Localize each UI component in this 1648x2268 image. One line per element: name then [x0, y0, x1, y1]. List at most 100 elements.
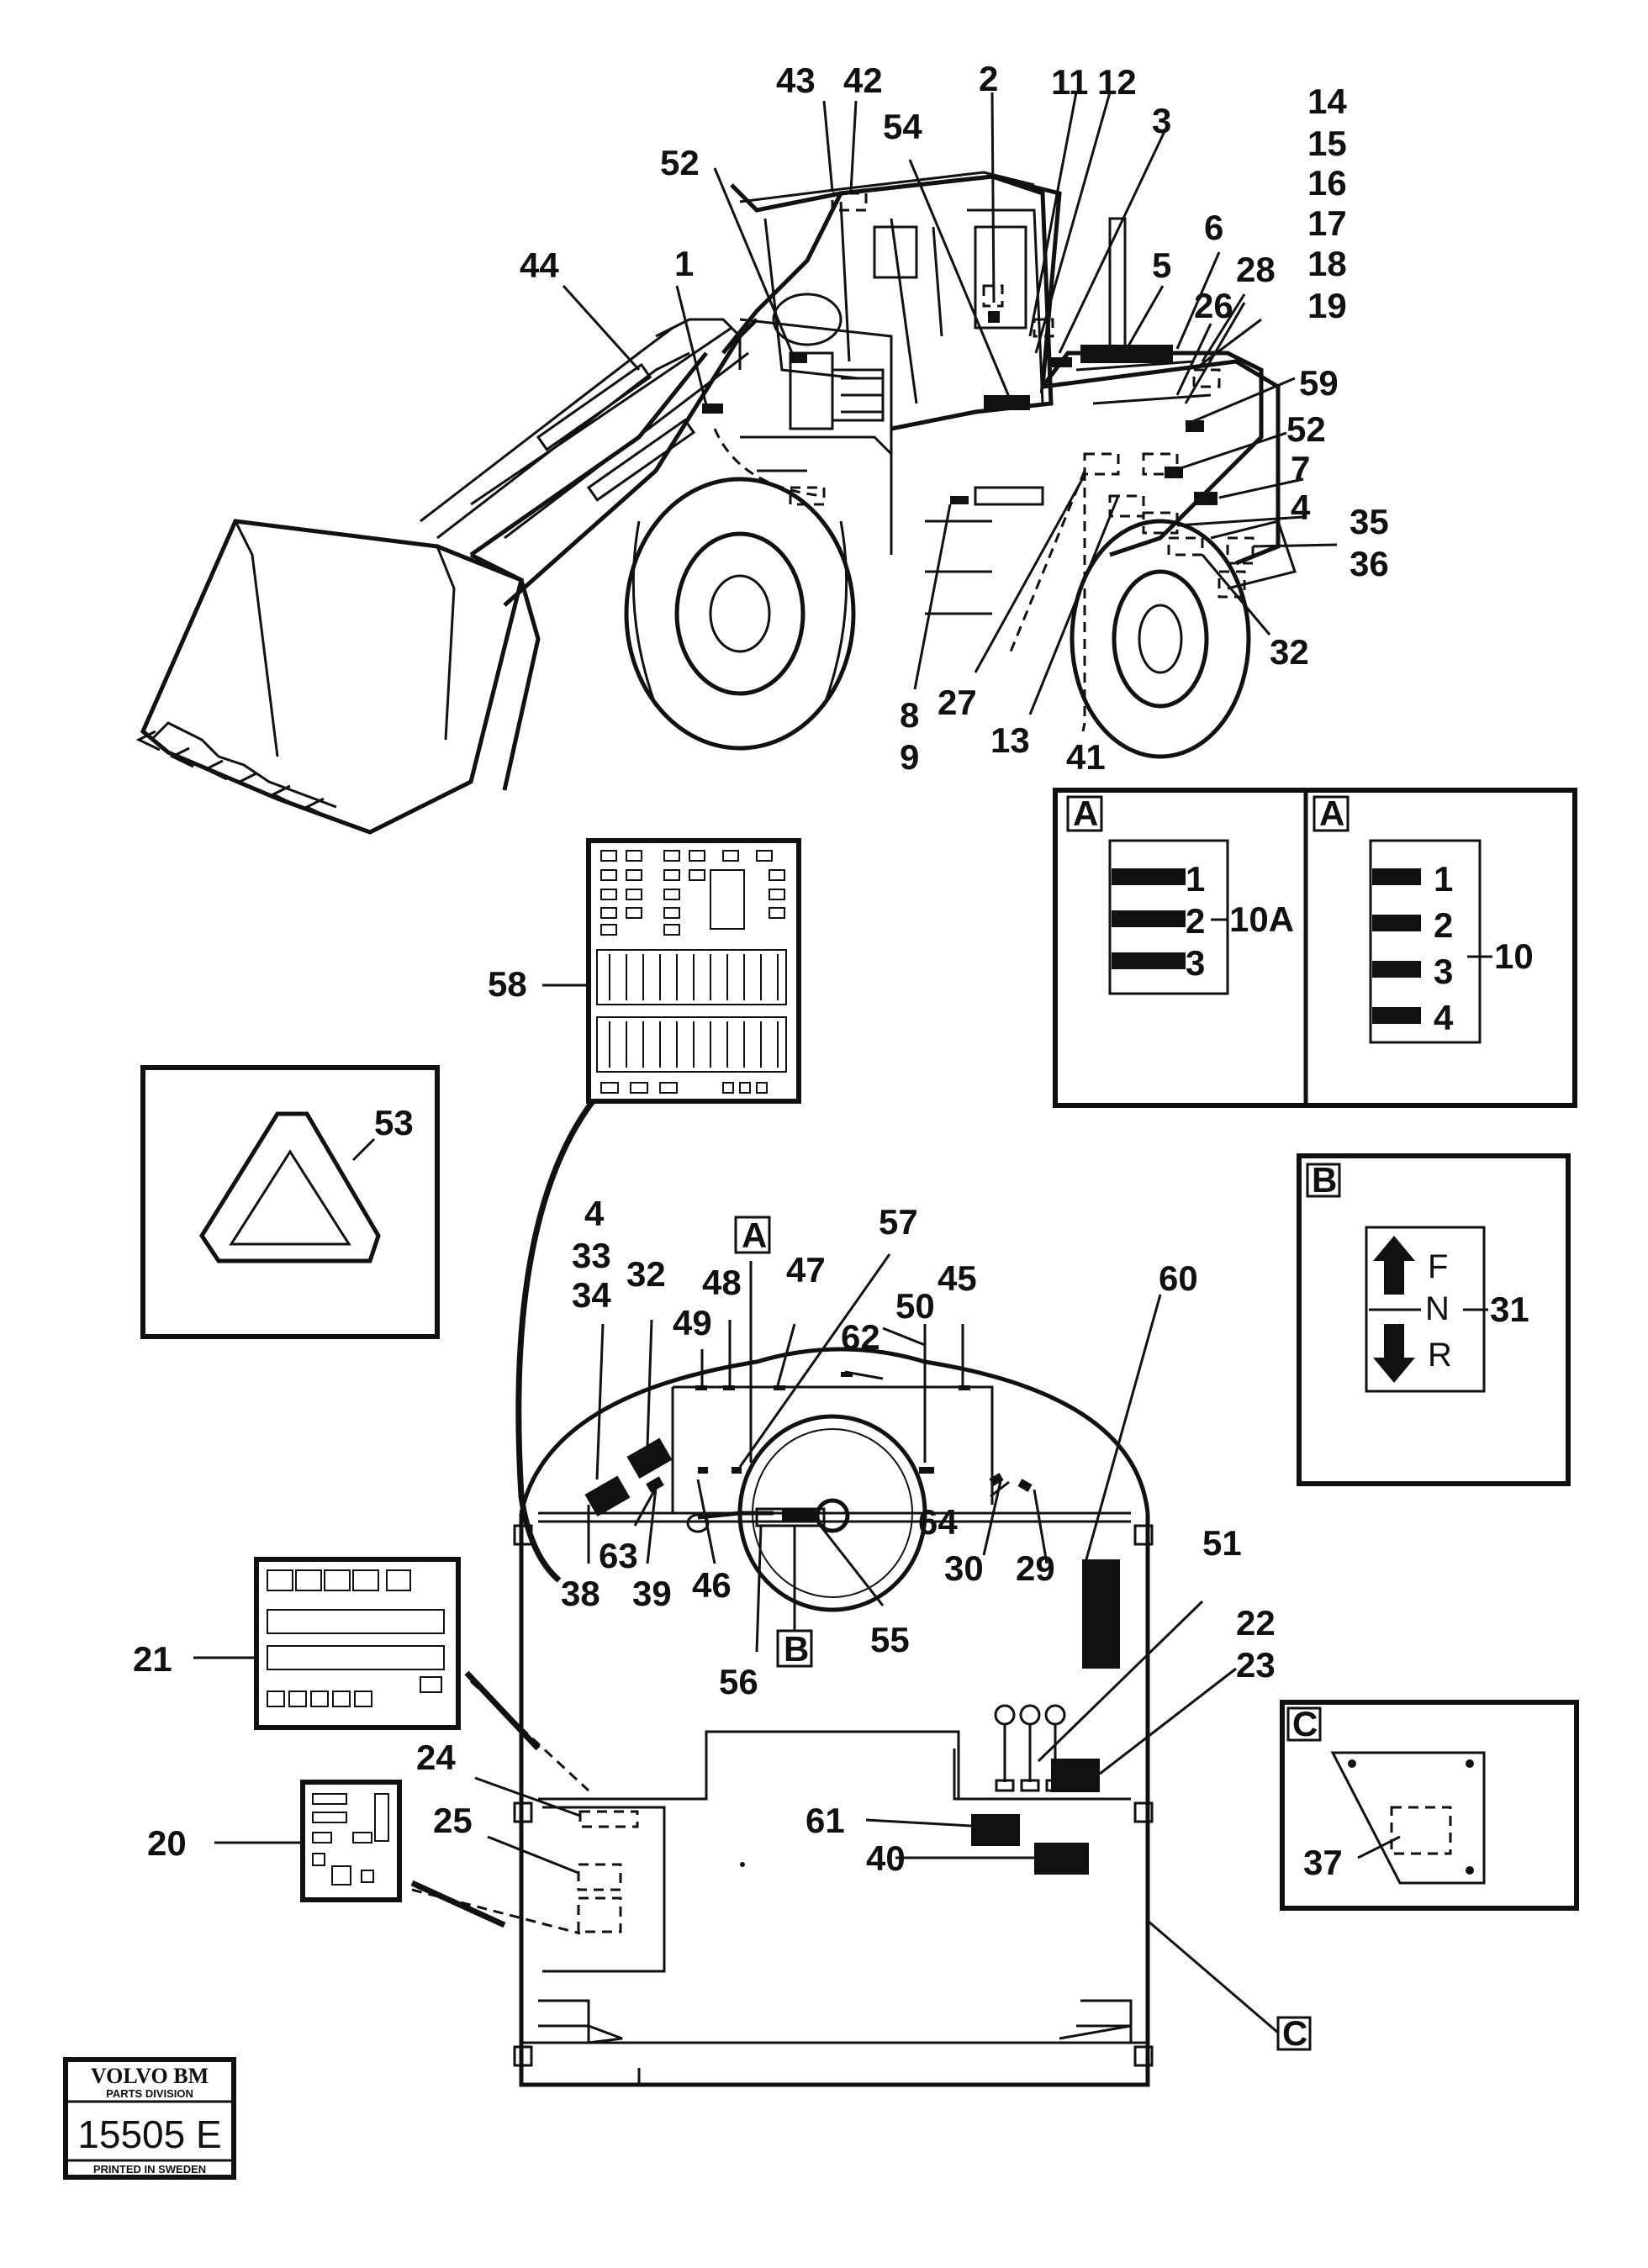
callout-1: 1	[674, 244, 694, 283]
dash-callout-22: 22	[1236, 1603, 1276, 1643]
dash-callout-45: 45	[938, 1258, 977, 1298]
callout-12: 12	[1097, 62, 1137, 102]
callout-7: 7	[1291, 449, 1310, 488]
dash-callout-55: 55	[870, 1620, 910, 1659]
callout-5: 5	[1152, 245, 1171, 285]
dash-tag-b: B	[784, 1629, 809, 1669]
panel-a-left-row-3: 3	[1186, 943, 1205, 983]
wheel-loader-illustration	[135, 171, 1297, 835]
panel-b: B F N R 31	[1297, 1153, 1571, 1486]
dash-callout-32: 32	[626, 1254, 666, 1294]
callout-11: 11	[1051, 62, 1088, 102]
callout-15: 15	[1307, 124, 1347, 163]
dash-callout-21: 21	[133, 1639, 172, 1679]
panel-b-letter-f: F	[1428, 1248, 1448, 1285]
callout-42: 42	[843, 61, 883, 100]
callout-36: 36	[1350, 544, 1389, 583]
callout-14: 14	[1307, 82, 1347, 121]
top-leader-lines	[562, 92, 1338, 732]
dash-callout-29: 29	[1016, 1548, 1055, 1588]
fuse-panel-ref: 58	[488, 964, 527, 1004]
callout-52a: 52	[660, 143, 700, 182]
callout-16: 16	[1307, 163, 1347, 203]
dash-callout-51: 51	[1202, 1523, 1242, 1563]
dash-callout-61: 61	[806, 1801, 845, 1840]
panel-a-right-row-4: 4	[1434, 998, 1454, 1037]
panel-a-right-row-1: 1	[1434, 859, 1453, 899]
dash-callout-60: 60	[1159, 1258, 1198, 1298]
callout-26: 26	[1194, 286, 1233, 325]
panel-c: C 37	[1280, 1700, 1579, 1911]
dash-callout-4: 4	[584, 1194, 605, 1233]
callout-35: 35	[1350, 502, 1389, 541]
panel-b-letter-r: R	[1428, 1337, 1452, 1374]
panel-a-left-row-1: 1	[1186, 859, 1205, 899]
panel-a-left-ref: 10A	[1229, 899, 1294, 939]
callout-9: 9	[900, 737, 919, 777]
dash-tag-a: A	[742, 1216, 767, 1255]
dash-callout-34: 34	[572, 1275, 611, 1315]
panel-21	[254, 1557, 590, 1792]
top-callouts: 43 42 2 11 12 54 3 52 44 1 6 5 28 26 14 …	[520, 59, 1389, 777]
dash-callout-38: 38	[561, 1574, 600, 1613]
callout-41: 41	[1066, 737, 1106, 777]
dash-tag-c: C	[1282, 2013, 1307, 2053]
panel-a-right-ref: 10	[1494, 936, 1534, 976]
callout-19: 19	[1307, 286, 1347, 325]
dash-callout-63: 63	[599, 1536, 638, 1575]
fuse-panel: 58	[488, 838, 801, 1583]
callout-2: 2	[979, 59, 998, 98]
panel-a-right-row-2: 2	[1434, 905, 1453, 945]
panel-a-left-row-2: 2	[1186, 901, 1205, 941]
panel-b-ref: 31	[1490, 1290, 1529, 1329]
callout-52b: 52	[1286, 409, 1326, 449]
dash-callout-50: 50	[895, 1286, 935, 1326]
callout-3: 3	[1152, 101, 1171, 140]
callout-18: 18	[1307, 244, 1347, 283]
dash-callout-64: 64	[918, 1502, 958, 1542]
dash-callout-47: 47	[786, 1250, 826, 1290]
dash-callout-46: 46	[692, 1565, 732, 1605]
panel-a-left-tag: A	[1073, 794, 1098, 833]
panel-20	[300, 1780, 581, 1935]
dash-callout-23: 23	[1236, 1645, 1276, 1685]
panel-a-right-row-3: 3	[1434, 952, 1453, 991]
dash-callout-39: 39	[632, 1574, 672, 1613]
callout-44: 44	[520, 245, 559, 285]
callout-27: 27	[938, 683, 977, 722]
panel-a-right-tag: A	[1319, 794, 1344, 833]
callout-43: 43	[776, 61, 816, 100]
panel-c-ref: 37	[1303, 1843, 1343, 1882]
dash-callout-57: 57	[879, 1202, 918, 1242]
dash-callout-49: 49	[673, 1303, 712, 1342]
dash-callout-20: 20	[147, 1823, 187, 1863]
panel-b-letter-n: N	[1425, 1290, 1450, 1327]
dash-callout-25: 25	[433, 1801, 473, 1840]
slow-moving-vehicle-sign: 53	[140, 1065, 440, 1339]
callout-17: 17	[1307, 203, 1347, 243]
dash-callout-62: 62	[841, 1317, 880, 1357]
dashboard-leader-lines	[193, 1253, 1279, 2034]
dash-callout-56: 56	[719, 1662, 758, 1701]
dash-callout-33: 33	[572, 1236, 611, 1275]
stamp-division: PARTS DIVISION	[106, 2087, 193, 2100]
callout-28: 28	[1236, 250, 1276, 289]
panel-c-tag: C	[1292, 1704, 1318, 1743]
callout-32: 32	[1270, 632, 1309, 672]
callout-59: 59	[1299, 363, 1339, 403]
panel-b-tag: B	[1312, 1160, 1337, 1200]
volvo-bm-stamp: VOLVO BM PARTS DIVISION 15505 E PRINTED …	[63, 2057, 236, 2180]
dashboard-callouts: 4 33 34 32 A 48 47 57 49 50 45 62 60 63 …	[133, 1194, 1312, 2053]
stamp-brand: VOLVO BM	[91, 2064, 209, 2088]
operator-dashboard	[513, 1347, 1154, 2087]
callout-8: 8	[900, 695, 919, 735]
panel-a: A 1 2 3 10A A 1 2 3 4 10	[1053, 788, 1577, 1108]
stamp-printed: PRINTED IN SWEDEN	[93, 2163, 206, 2176]
callout-13: 13	[990, 720, 1030, 760]
callout-6: 6	[1204, 208, 1223, 247]
callout-54: 54	[883, 107, 922, 146]
dash-callout-30: 30	[944, 1548, 984, 1588]
dash-callout-24: 24	[416, 1738, 456, 1777]
dash-callout-48: 48	[702, 1263, 742, 1302]
